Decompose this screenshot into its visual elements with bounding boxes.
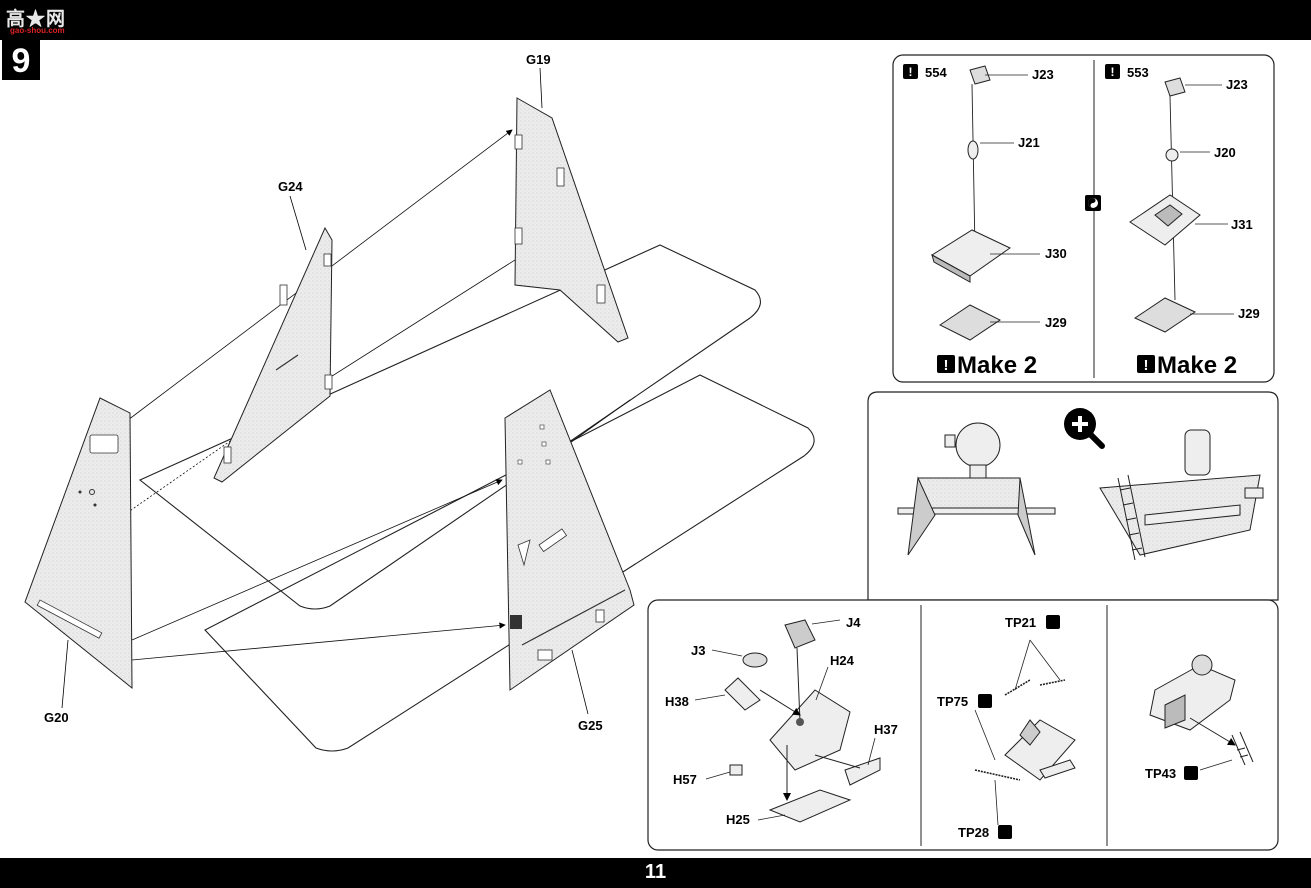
yin-yang-icon: [1085, 195, 1101, 211]
inset-554: ! 554 J23 J21 J30 J29 ! Make 2: [903, 64, 1067, 379]
inset-554-part-0: J23: [1032, 67, 1054, 82]
site-logo: 高★网 gao-shou.com: [6, 4, 76, 36]
photo-etch-icon: [1184, 766, 1198, 780]
svg-text:!: !: [1144, 357, 1149, 374]
inset-554-part-3: J29: [1045, 315, 1067, 330]
inset-553-part-3: J29: [1238, 306, 1260, 321]
warning-icon: [1105, 64, 1120, 79]
page-number: 11: [644, 861, 667, 883]
warning-icon: [903, 64, 918, 79]
warning-icon: [1137, 355, 1155, 373]
label-g20: G20: [44, 710, 69, 725]
sub-tp-part-2: TP28: [958, 825, 989, 840]
top-bar: [0, 0, 1311, 40]
sub-h24-part-1: J3: [691, 643, 705, 658]
sub-h24-part-3: H38: [665, 694, 689, 709]
sub-tp43-part-0: TP43: [1145, 766, 1176, 781]
sub-h24-part-6: H25: [726, 812, 750, 827]
svg-text:!: !: [909, 65, 913, 79]
inset-554-number: 554: [925, 65, 947, 80]
subassembly-box: [647, 599, 1279, 851]
bottom-bar: [0, 858, 1311, 888]
sub-tp43: TP43: [1145, 654, 1254, 781]
label-g24: G24: [278, 179, 303, 194]
logo-text: 高★网: [6, 9, 67, 30]
svg-text:!: !: [1111, 65, 1115, 79]
label-g19: G19: [526, 52, 551, 67]
inset-553-part-1: J20: [1214, 145, 1236, 160]
inset-554-part-2: J30: [1045, 246, 1067, 261]
inset-553-part-2: J31: [1231, 217, 1253, 232]
zoom-view-side: [1099, 429, 1264, 561]
photo-etch-icon: [978, 615, 1060, 839]
sub-h24-part-2: H24: [830, 653, 855, 668]
inset-masts-box: [892, 54, 1275, 383]
base-outline: [138, 244, 815, 752]
sub-h24: J4 J3 H24 H38 H37 H57 H25: [665, 615, 898, 827]
warning-icon: [937, 355, 955, 373]
inset-553: ! 553 J23 J20 J31 J29 ! Make 2: [1105, 64, 1260, 379]
label-g25: G25: [578, 718, 603, 733]
sub-h24-part-4: H37: [874, 722, 898, 737]
step-number: 9: [2, 40, 40, 80]
inset-553-make: Make 2: [1157, 352, 1237, 379]
panel-g20: [24, 397, 133, 690]
panel-g24: [213, 226, 333, 483]
inset-553-part-0: J23: [1226, 77, 1248, 92]
sub-tp-part-0: TP21: [1005, 615, 1036, 630]
panel-g25: [504, 389, 635, 691]
magnify-plus-icon: [1064, 408, 1105, 449]
inset-554-make: Make 2: [957, 352, 1037, 379]
logo-subtext: gao-shou.com: [10, 26, 65, 35]
panel-g19: [514, 97, 629, 343]
svg-text:!: !: [944, 357, 949, 374]
sub-tp: TP21 TP75 TP28: [937, 615, 1076, 840]
zoom-view-front: [897, 422, 1056, 556]
inset-553-number: 553: [1127, 65, 1149, 80]
sub-h24-part-5: H57: [673, 772, 697, 787]
inset-554-part-1: J21: [1018, 135, 1040, 150]
sub-h24-part-0: J4: [846, 615, 861, 630]
sub-tp-part-1: TP75: [937, 694, 968, 709]
